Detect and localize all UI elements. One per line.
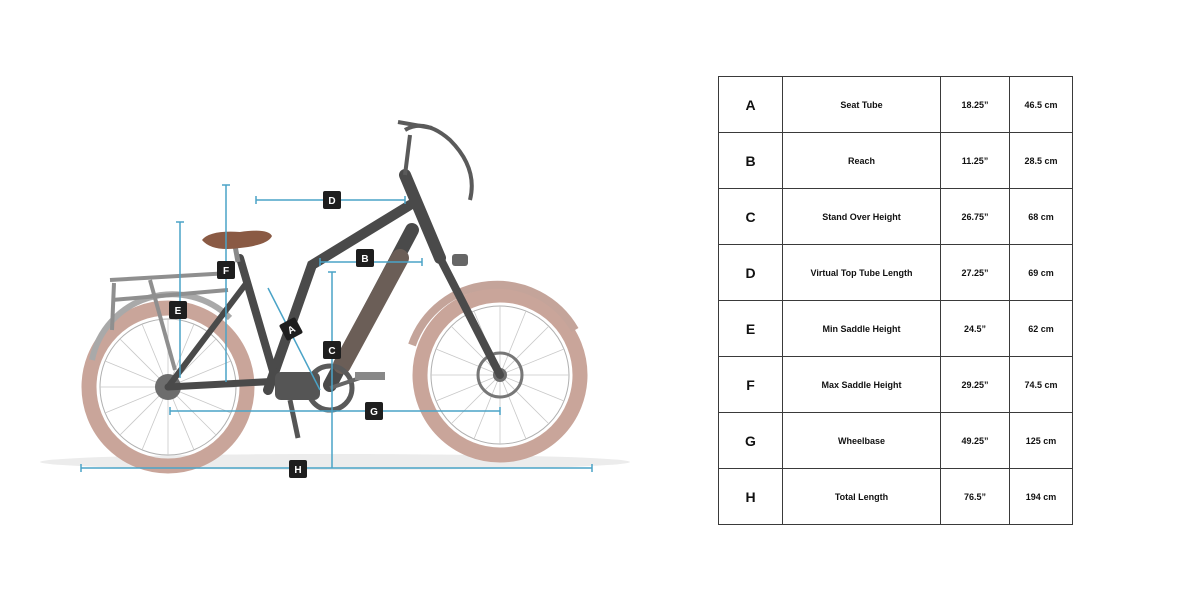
row-letter: D [718, 244, 783, 301]
row-dimension: Total Length [782, 468, 941, 525]
table-row: D Virtual Top Tube Length 27.25” 69 cm [718, 244, 1073, 301]
svg-text:D: D [328, 196, 335, 207]
battery [333, 249, 409, 374]
handlebar [397, 120, 474, 201]
row-dimension: Reach [782, 132, 941, 189]
row-letter: H [718, 468, 783, 525]
row-inches: 18.25” [940, 76, 1010, 133]
row-inches: 24.5” [940, 300, 1010, 357]
kickstand [287, 399, 301, 439]
row-dimension: Stand Over Height [782, 188, 941, 245]
marker-c: C [323, 341, 341, 359]
row-inches: 11.25” [940, 132, 1010, 189]
row-letter: A [718, 76, 783, 133]
marker-h: H [289, 460, 307, 478]
row-inches: 76.5” [940, 468, 1010, 525]
row-dimension: Virtual Top Tube Length [782, 244, 941, 301]
row-cm: 28.5 cm [1009, 132, 1073, 189]
table-row: E Min Saddle Height 24.5” 62 cm [718, 300, 1073, 357]
marker-f: F [217, 261, 235, 279]
marker-d: D [323, 191, 341, 209]
svg-text:B: B [361, 254, 368, 265]
svg-text:G: G [370, 407, 378, 418]
row-letter: E [718, 300, 783, 357]
row-inches: 27.25” [940, 244, 1010, 301]
row-cm: 194 cm [1009, 468, 1073, 525]
svg-text:H: H [294, 465, 301, 476]
headlight [452, 254, 468, 266]
row-cm: 68 cm [1009, 188, 1073, 245]
row-letter: F [718, 356, 783, 413]
table-row: B Reach 11.25” 28.5 cm [718, 132, 1073, 189]
row-inches: 26.75” [940, 188, 1010, 245]
measure-line-a [267, 287, 321, 391]
front-fender [408, 280, 579, 347]
pedal [355, 372, 385, 380]
row-inches: 49.25” [940, 412, 1010, 469]
measurement-lines [80, 184, 593, 472]
table-row: F Max Saddle Height 29.25” 74.5 cm [718, 356, 1073, 413]
geometry-table: A Seat Tube 18.25” 46.5 cm B Reach 11.25… [718, 76, 1073, 525]
svg-text:E: E [175, 306, 182, 317]
table-row: G Wheelbase 49.25” 125 cm [718, 412, 1073, 469]
marker-e: E [169, 301, 187, 319]
svg-text:F: F [223, 266, 229, 277]
row-inches: 29.25” [940, 356, 1010, 413]
row-letter: B [718, 132, 783, 189]
marker-g: G [365, 402, 383, 420]
row-dimension: Max Saddle Height [782, 356, 941, 413]
rear-rack [109, 271, 231, 371]
svg-text:C: C [328, 346, 335, 357]
row-letter: G [718, 412, 783, 469]
row-dimension: Wheelbase [782, 412, 941, 469]
row-cm: 46.5 cm [1009, 76, 1073, 133]
saddle [202, 230, 272, 249]
table-row: C Stand Over Height 26.75” 68 cm [718, 188, 1073, 245]
row-cm: 69 cm [1009, 244, 1073, 301]
marker-b: B [356, 249, 374, 267]
table-row: A Seat Tube 18.25” 46.5 cm [718, 76, 1073, 133]
row-dimension: Min Saddle Height [782, 300, 941, 357]
bike-illustration: A B C D E F G H [40, 120, 630, 478]
row-cm: 125 cm [1009, 412, 1073, 469]
table-row: H Total Length 76.5” 194 cm [718, 468, 1073, 525]
row-letter: C [718, 188, 783, 245]
marker-a: A [279, 317, 303, 341]
motor [275, 372, 320, 400]
row-cm: 74.5 cm [1009, 356, 1073, 413]
row-cm: 62 cm [1009, 300, 1073, 357]
svg-text:A: A [286, 324, 298, 337]
row-dimension: Seat Tube [782, 76, 941, 133]
front-wheel [412, 287, 588, 463]
